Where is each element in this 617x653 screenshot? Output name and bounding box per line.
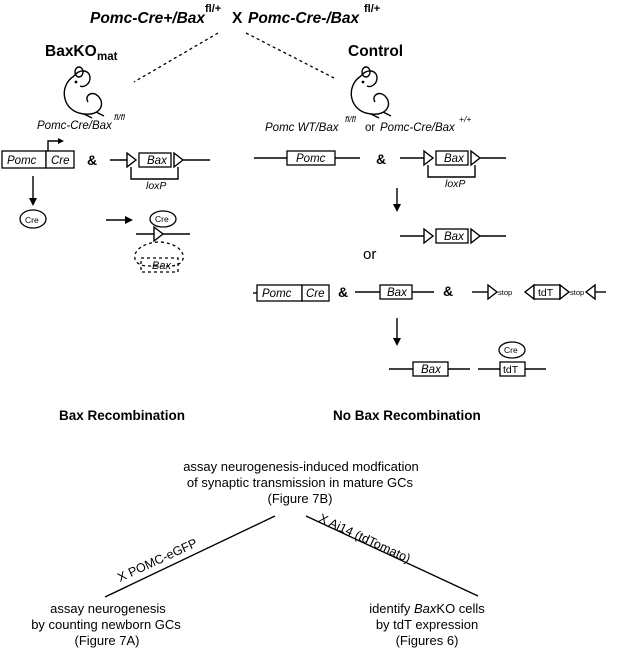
left-group-subscript: mat	[97, 51, 118, 63]
assay-right-line-2: by tdT expression	[376, 617, 478, 632]
right-pomc-cre-construct: Pomc Cre	[253, 284, 330, 302]
right-ai14-reporter: stop tdT stop	[472, 283, 606, 301]
right-genotype-or: or	[365, 122, 375, 134]
cross-link-right	[245, 32, 335, 79]
right-bax-wt-label: Bax	[387, 287, 408, 299]
left-genotype-superscript: fl/fl	[114, 112, 126, 122]
right-final-bax-label: Bax	[421, 364, 442, 376]
right-ampersand-2: &	[338, 284, 348, 300]
right-genotype-a-superscript: fl/fl	[345, 114, 357, 124]
cross-symbol: X	[232, 10, 243, 27]
right-bax-wt-construct: Bax	[355, 284, 434, 300]
right-bax-unrecombined-label: Bax	[444, 231, 465, 243]
right-ampersand-3: &	[443, 283, 453, 299]
right-stop-label-2: stop	[570, 288, 584, 297]
right-pomc-wt-label: Pomc	[296, 153, 326, 165]
right-tdt-label: tdT	[538, 287, 554, 299]
right-recombination-label: No Bax Recombination	[333, 408, 481, 423]
left-ampersand: &	[87, 152, 97, 168]
right-final-tdt: Cre tdT	[478, 341, 546, 377]
right-genotype-a-label: Pomc WT/Bax	[265, 122, 340, 134]
assay-right-line-3: (Figures 6)	[396, 633, 459, 648]
assay-cross-left-label: X POMC-eGFP	[115, 536, 199, 585]
right-or-label: or	[363, 246, 376, 263]
cross-left-genotype: Pomc-Cre+/Bax	[90, 10, 206, 27]
assay-cross-right-label: X Ai14 (tdTomato)	[317, 511, 413, 566]
cross-right-superscript: fl/+	[364, 3, 380, 15]
assay-left-line-1: assay neurogenesis	[50, 601, 166, 616]
left-cre-protein-label: Cre	[25, 215, 39, 225]
cross-left-superscript: fl/+	[205, 3, 221, 15]
assay-top-line-3: (Figure 7B)	[267, 491, 332, 506]
left-cre-label: Cre	[51, 155, 70, 167]
left-excised-bax-label: Bax	[152, 260, 171, 272]
right-pomc-label: Pomc	[262, 288, 292, 300]
left-group-title: BaxKO	[45, 43, 97, 60]
left-cre-bound-label: Cre	[155, 214, 169, 224]
right-stop-label-1: stop	[498, 288, 512, 297]
left-bax-label: Bax	[147, 155, 168, 167]
assay-left-line-2: by counting newborn GCs	[31, 617, 181, 632]
mouse-icon	[350, 66, 392, 119]
right-floxed-bax: Bax loxP	[400, 149, 506, 190]
left-pomc-label: Pomc	[7, 155, 37, 167]
right-genotype-b-label: Pomc-Cre/Bax	[380, 122, 456, 134]
assay-top-line-2: of synaptic transmission in mature GCs	[187, 475, 414, 490]
assay-left-line-3: (Figure 7A)	[74, 633, 139, 648]
right-cre-protein-label: Cre	[504, 345, 518, 355]
assay-branch-left	[104, 515, 276, 598]
mouse-icon	[63, 66, 105, 119]
right-unrecombined-bax: Bax	[400, 227, 506, 245]
left-recombination-label: Bax Recombination	[59, 408, 185, 423]
left-genotype-label: Pomc-Cre/Bax	[37, 120, 113, 132]
right-pomc-wt-construct: Pomc	[254, 150, 360, 166]
right-final-tdt-label: tdT	[503, 364, 519, 376]
right-loxp-label: loxP	[445, 178, 465, 190]
left-floxed-bax: Bax loxP	[110, 151, 210, 192]
right-group-title: Control	[348, 43, 403, 60]
cross-right-genotype: Pomc-Cre-/Bax	[248, 10, 360, 27]
right-cre-label: Cre	[306, 288, 325, 300]
cross-link-left	[133, 32, 219, 83]
cross-header: Pomc-Cre+/Bax fl/+ X Pomc-Cre-/Bax fl/+	[90, 3, 380, 27]
left-cre-protein	[19, 209, 47, 229]
right-genotype-b-superscript: +/+	[459, 114, 471, 124]
assay-top-line-1: assay neurogenesis-induced modfication	[183, 459, 419, 474]
assay-branch-right	[305, 515, 479, 597]
left-pomc-cre-construct: Pomc Cre	[1, 138, 75, 169]
right-final-bax: Bax	[389, 361, 470, 377]
left-recombined-locus: Cre Bax	[134, 210, 190, 273]
right-bax-label: Bax	[444, 153, 465, 165]
left-loxp-label: loxP	[146, 180, 166, 192]
assay-right-line-1: identify BaxKO cells	[369, 601, 485, 616]
right-ampersand: &	[376, 151, 386, 167]
